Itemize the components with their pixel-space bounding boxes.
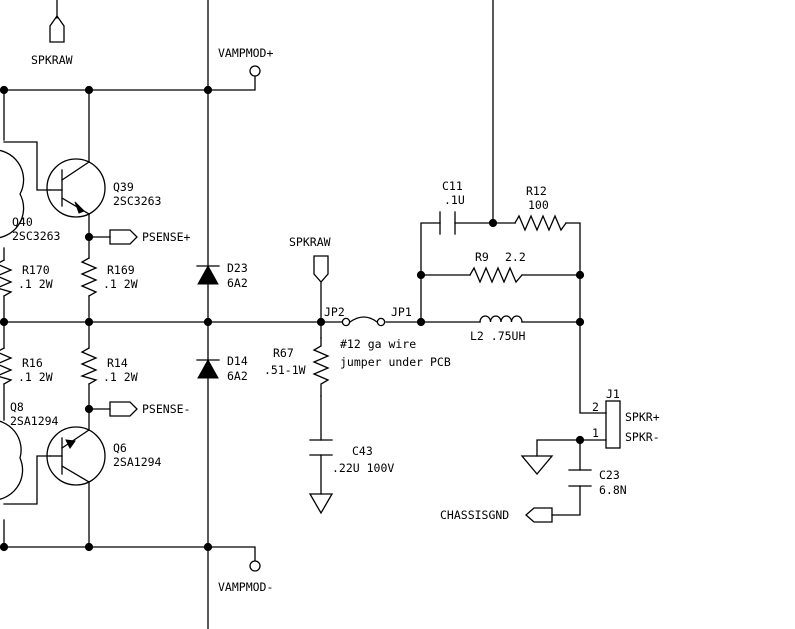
c43-ground-symbol: [308, 493, 334, 515]
label-q6-ref: Q6: [113, 441, 127, 455]
label-spkraw-mid: SPKRAW: [289, 235, 331, 249]
r14-resistor: [80, 347, 98, 385]
c23-capacitor: [568, 469, 592, 487]
label-r170-val: .1 2W: [18, 277, 53, 291]
label-q39-part: 2SC3263: [113, 194, 162, 208]
q40-transistor-partial: [0, 149, 25, 239]
j1-ground-symbol: [520, 455, 554, 476]
label-r67-ref: R67: [273, 346, 294, 360]
q39-transistor: [46, 158, 106, 218]
d23-diode: [196, 264, 220, 285]
label-vampmod-plus: VAMPMOD+: [218, 46, 273, 60]
labels: SPKRAW VAMPMOD+ VAMPMOD- Q39 2SC3263 Q40…: [10, 46, 660, 594]
label-c43-ref: C43: [352, 444, 373, 458]
label-q6-part: 2SA1294: [113, 455, 162, 469]
vampmod-minus-terminal: [249, 560, 261, 572]
l2-inductor: [479, 315, 523, 323]
label-r12-ref: R12: [526, 184, 547, 198]
label-j1-pin1: 1: [592, 426, 599, 440]
jumper-wire: [341, 316, 386, 327]
vampmod-plus-terminal: [249, 65, 261, 77]
label-jumper-line1: #12 ga wire: [340, 337, 416, 351]
j1-connector: [605, 400, 621, 449]
label-spkr-minus: SPKR-: [625, 430, 660, 444]
q8-transistor-partial: [0, 420, 24, 500]
label-vampmod-minus: VAMPMOD-: [218, 580, 273, 594]
c43-capacitor: [309, 439, 333, 456]
label-j1-pin2: 2: [592, 400, 599, 414]
label-r16-val: .1 2W: [18, 370, 53, 384]
chassisgnd-flag: [525, 507, 553, 523]
label-jp1: JP1: [391, 305, 412, 319]
r169-resistor: [80, 257, 98, 297]
label-psense-minus: PSENSE-: [142, 402, 190, 416]
label-d23-ref: D23: [227, 261, 248, 275]
junction-dots: [0, 85, 585, 552]
q6-transistor: [46, 426, 106, 486]
label-r170-ref: R170: [22, 263, 50, 277]
label-c11-ref: C11: [442, 179, 463, 193]
label-r169-val: .1 2W: [103, 277, 138, 291]
label-q8-ref: Q8: [10, 400, 24, 414]
label-r16-ref: R16: [22, 356, 43, 370]
label-c23-ref: C23: [599, 468, 620, 482]
r9-resistor: [469, 266, 523, 284]
spkraw-top-flag: [49, 14, 65, 43]
label-c11-val: .1U: [444, 193, 465, 207]
psense-plus-flag: [109, 229, 138, 245]
label-r9-ref: R9: [475, 250, 489, 264]
label-q40-part: 2SC3263: [12, 229, 61, 243]
label-q40-ref: Q40: [12, 215, 33, 229]
label-r169-ref: R169: [107, 263, 135, 277]
r12-resistor: [514, 214, 567, 232]
d14-diode: [196, 358, 220, 379]
r67-resistor: [312, 337, 330, 397]
label-j1-ref: J1: [606, 387, 620, 401]
label-r67-val: .51-1W: [264, 363, 306, 377]
label-d14-val: 6A2: [227, 369, 248, 383]
label-q8-part: 2SA1294: [10, 414, 59, 428]
label-c43-val: .22U 100V: [332, 461, 394, 475]
label-jumper-line2: jumper under PCB: [340, 355, 451, 369]
spkraw-mid-flag: [313, 255, 329, 283]
label-c23-val: 6.8N: [599, 483, 627, 497]
label-r14-ref: R14: [107, 356, 128, 370]
wires: [0, 0, 607, 629]
c11-capacitor: [439, 211, 456, 235]
psense-minus-flag: [109, 401, 138, 417]
label-chassisgnd: CHASSISGND: [440, 508, 509, 522]
label-spkr-plus: SPKR+: [625, 410, 660, 424]
label-r14-val: .1 2W: [103, 370, 138, 384]
label-r9-val: 2.2: [505, 250, 526, 264]
label-psense-plus: PSENSE+: [142, 230, 191, 244]
label-d14-ref: D14: [227, 354, 248, 368]
r16-resistor: [0, 347, 13, 385]
label-q39-ref: Q39: [113, 180, 134, 194]
r170-resistor: [0, 259, 13, 297]
label-l2: L2 .75UH: [470, 329, 525, 343]
label-r12-val: 100: [528, 198, 549, 212]
label-d23-val: 6A2: [227, 276, 248, 290]
label-jp2: JP2: [324, 305, 345, 319]
label-spkraw-top: SPKRAW: [31, 53, 73, 67]
